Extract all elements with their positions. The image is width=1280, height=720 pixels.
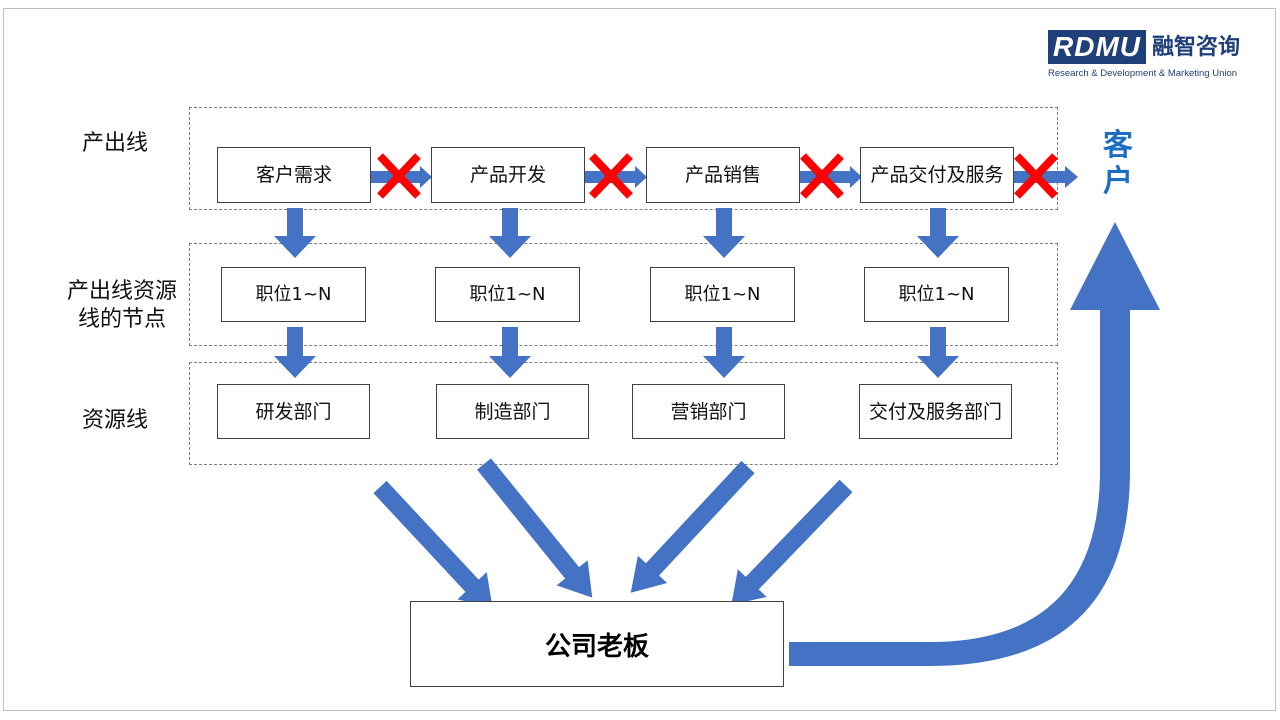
logo-mark: RDMU — [1048, 30, 1146, 64]
down-arrow — [274, 327, 316, 378]
broken-link-cross-icon — [589, 153, 633, 199]
nodes-group — [189, 243, 1058, 346]
boss-box: 公司老板 — [410, 601, 784, 687]
customer-label: 客户 — [1103, 128, 1133, 199]
down-arrow — [917, 327, 959, 378]
dept-box-delivery-service: 交付及服务部门 — [859, 384, 1012, 439]
dept-box-rd: 研发部门 — [217, 384, 370, 439]
down-arrow — [274, 208, 316, 258]
resource-line-group — [189, 362, 1058, 465]
node-box: 职位1~N — [221, 267, 366, 322]
down-arrow — [703, 327, 745, 378]
down-arrow — [489, 208, 531, 258]
report-arrow — [373, 480, 493, 608]
label-output-line: 产出线 — [81, 131, 148, 156]
logo-tagline: Research & Development & Marketing Union — [1048, 68, 1238, 79]
slide-frame — [3, 8, 1276, 711]
down-arrows-upper — [274, 208, 959, 258]
report-arrow — [630, 460, 755, 593]
down-arrow — [703, 208, 745, 258]
stage-box-sales: 产品销售 — [646, 147, 800, 203]
node-box: 职位1~N — [435, 267, 580, 322]
dept-box-marketing: 营销部门 — [632, 384, 785, 439]
down-arrow — [917, 208, 959, 258]
logo-name: 融智咨询 — [1152, 34, 1241, 60]
broken-link-cross-icon — [800, 153, 844, 199]
node-box: 职位1~N — [864, 267, 1009, 322]
report-arrow — [477, 458, 593, 598]
report-arrows — [373, 458, 853, 608]
company-logo: RDMU 融智咨询 Research & Development & Marke… — [1048, 30, 1258, 80]
boss-to-customer-arrow — [789, 222, 1160, 666]
broken-link-cross-icon — [1014, 153, 1058, 199]
broken-link-cross-icon — [377, 153, 421, 199]
dept-box-manufacturing: 制造部门 — [436, 384, 589, 439]
stage-box-development: 产品开发 — [431, 147, 585, 203]
label-nodes: 产出线资源线的节点 — [66, 279, 177, 332]
report-arrow — [731, 479, 853, 605]
down-arrow — [489, 327, 531, 378]
stage-box-demand: 客户需求 — [217, 147, 371, 203]
node-box: 职位1~N — [650, 267, 795, 322]
label-resource-line: 资源线 — [81, 408, 148, 433]
stage-box-delivery: 产品交付及服务 — [860, 147, 1014, 203]
down-arrows-lower — [274, 327, 959, 378]
